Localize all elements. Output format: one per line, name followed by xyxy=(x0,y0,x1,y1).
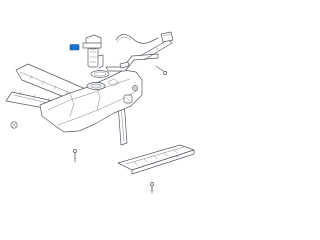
fuel-filler-pipe[interactable] xyxy=(105,39,173,72)
vent-valve[interactable] xyxy=(123,94,133,104)
lock-ring[interactable] xyxy=(90,70,110,78)
sender-clip[interactable] xyxy=(69,44,80,51)
strap-bolt[interactable] xyxy=(10,121,18,129)
skid-plate-bolt[interactable] xyxy=(150,182,154,194)
fuel-pump-module[interactable] xyxy=(82,34,104,69)
fuel-tank[interactable] xyxy=(39,69,143,133)
filler-pipe-tube[interactable] xyxy=(115,34,167,75)
retaining-clip[interactable] xyxy=(119,61,130,69)
grommet[interactable] xyxy=(132,85,138,91)
mount-bolt[interactable] xyxy=(73,149,77,163)
fuel-cap[interactable] xyxy=(160,31,174,43)
skid-plate-shield[interactable] xyxy=(117,144,195,175)
fuel-tank-parts-diagram xyxy=(5,31,195,194)
